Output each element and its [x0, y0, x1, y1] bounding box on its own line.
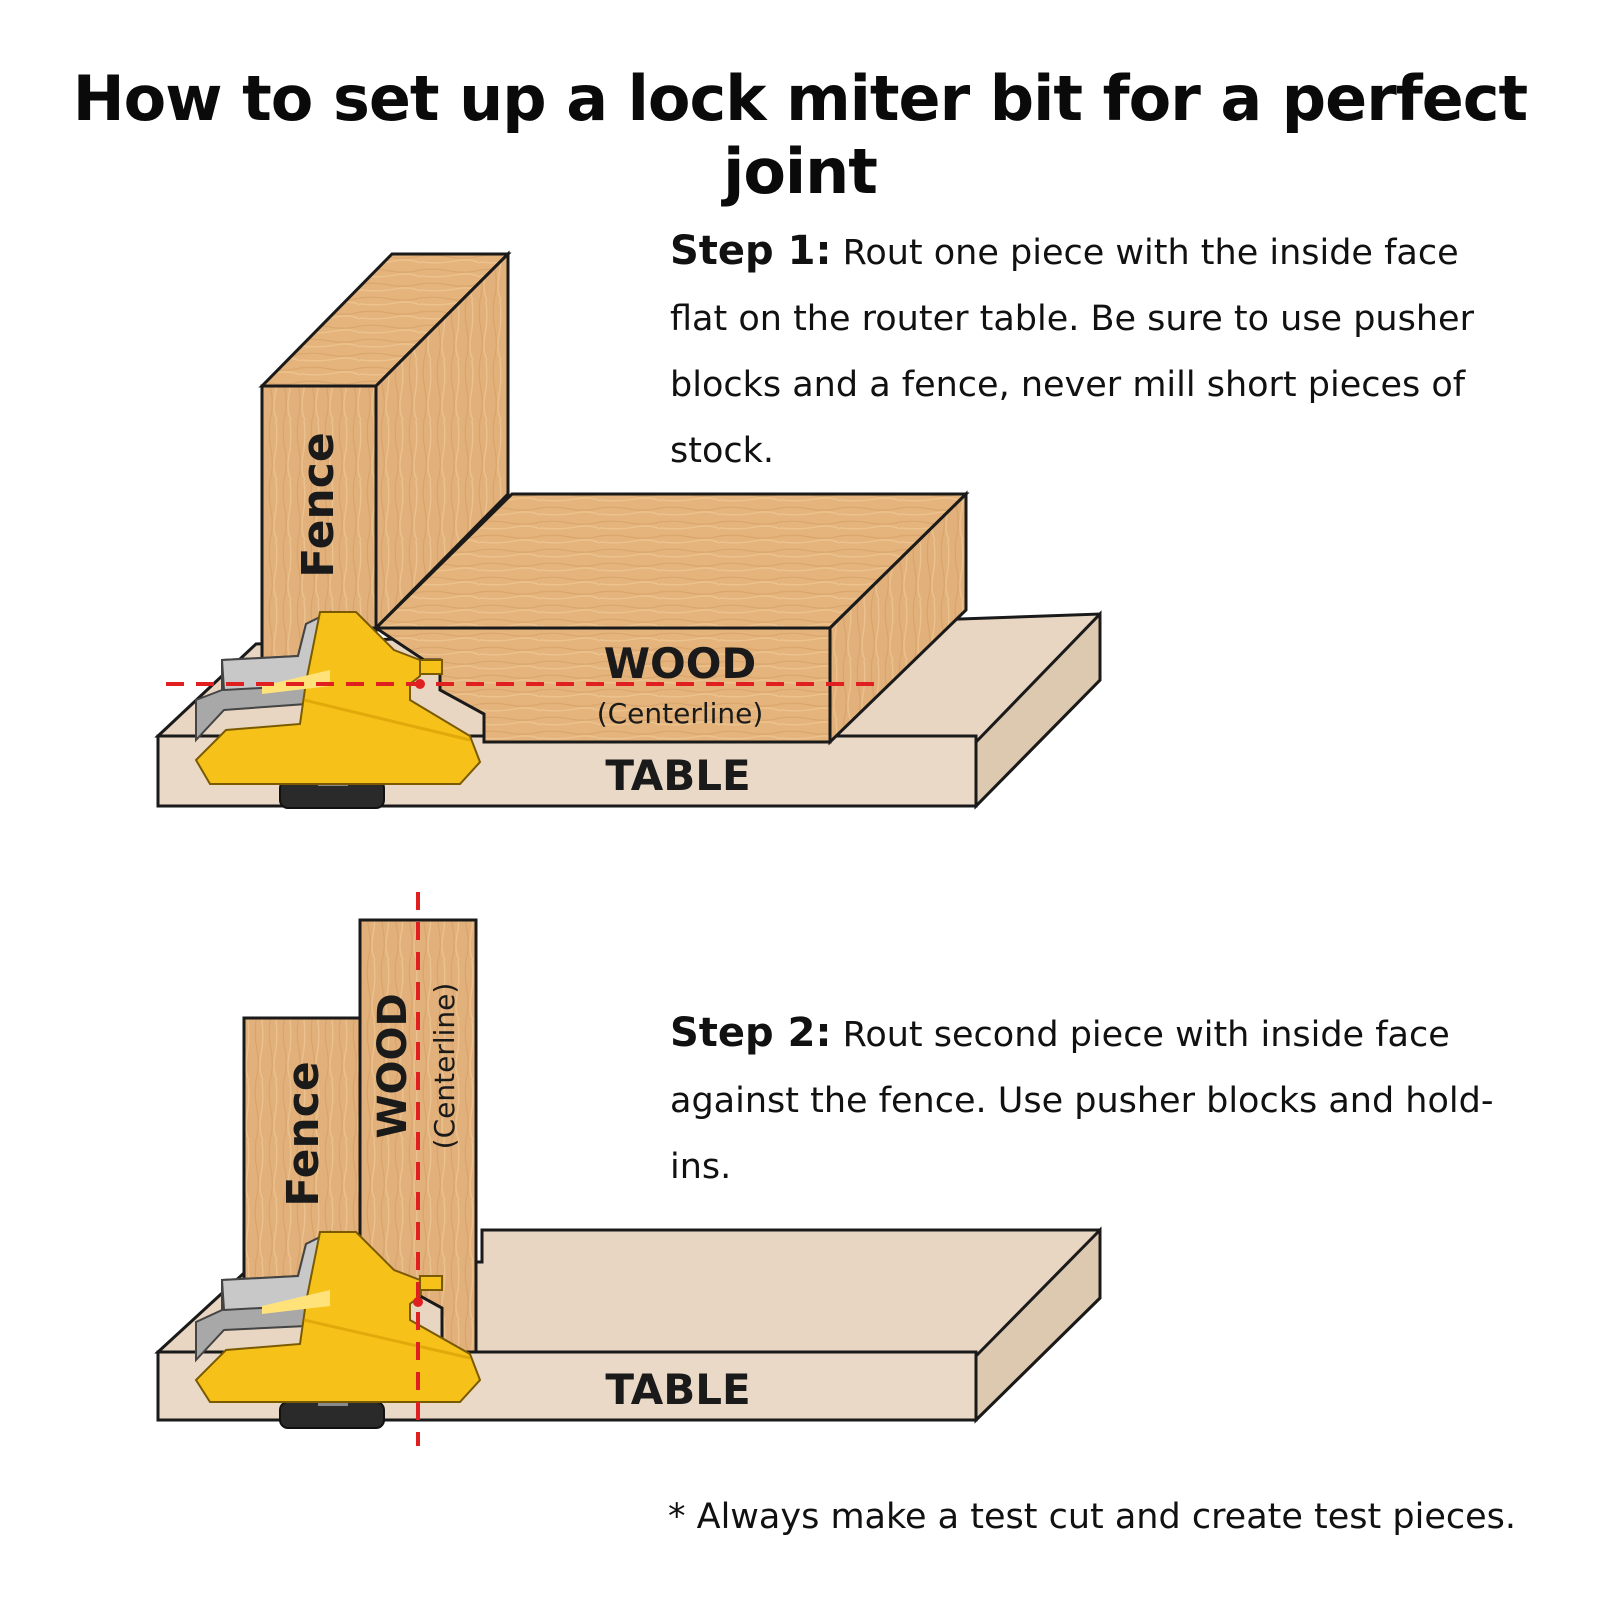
step-1-text: Step 1: Rout one piece with the inside f…	[670, 218, 1500, 484]
step-1-diagram: TABLE Fence WOOD (Centerline)	[154, 250, 1102, 810]
step-2-description: Rout second piece with inside face again…	[670, 1015, 1494, 1187]
router-bit-2	[194, 1230, 482, 1429]
wood-piece-1: WOOD (Centerline)	[371, 490, 970, 746]
test-cut-note: * Always make a test cut and create test…	[668, 1497, 1516, 1537]
wood-label-1: WOOD	[604, 639, 757, 688]
step-1-heading: Step 1:	[670, 228, 832, 274]
step-1-description: Rout one piece with the inside face flat…	[670, 233, 1474, 471]
centerline-label-2: (Centerline)	[428, 983, 461, 1150]
page-title: How to set up a lock miter bit for a per…	[72, 62, 1528, 208]
table-label-1: TABLE	[605, 751, 750, 800]
step-2-diagram: TABLE Fence WOOD (Centerline)	[154, 892, 1102, 1446]
centerline-label-1: (Centerline)	[597, 697, 764, 730]
step-2-heading: Step 2:	[670, 1010, 832, 1056]
step-2-text: Step 2: Rout second piece with inside fa…	[670, 1000, 1500, 1200]
fence-1: Fence	[258, 250, 512, 664]
table-label-2: TABLE	[605, 1365, 750, 1414]
fence-label-1: Fence	[293, 432, 344, 577]
wood-label-2: WOOD	[370, 993, 416, 1138]
fence-label-2: Fence	[278, 1061, 329, 1206]
